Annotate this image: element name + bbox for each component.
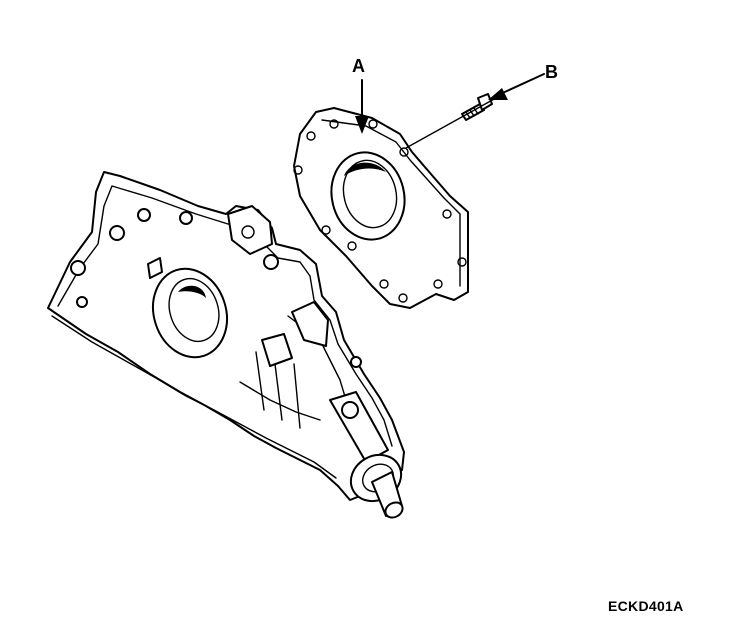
figure-code: ECKD401A: [608, 598, 684, 614]
bolt-b: [461, 93, 493, 121]
front-case-housing: [47, 171, 405, 519]
callout-label-b: B: [545, 62, 558, 82]
seal-cover-a: [293, 107, 469, 309]
leader-lines: [355, 73, 545, 149]
callout-label-a: A: [352, 56, 365, 76]
